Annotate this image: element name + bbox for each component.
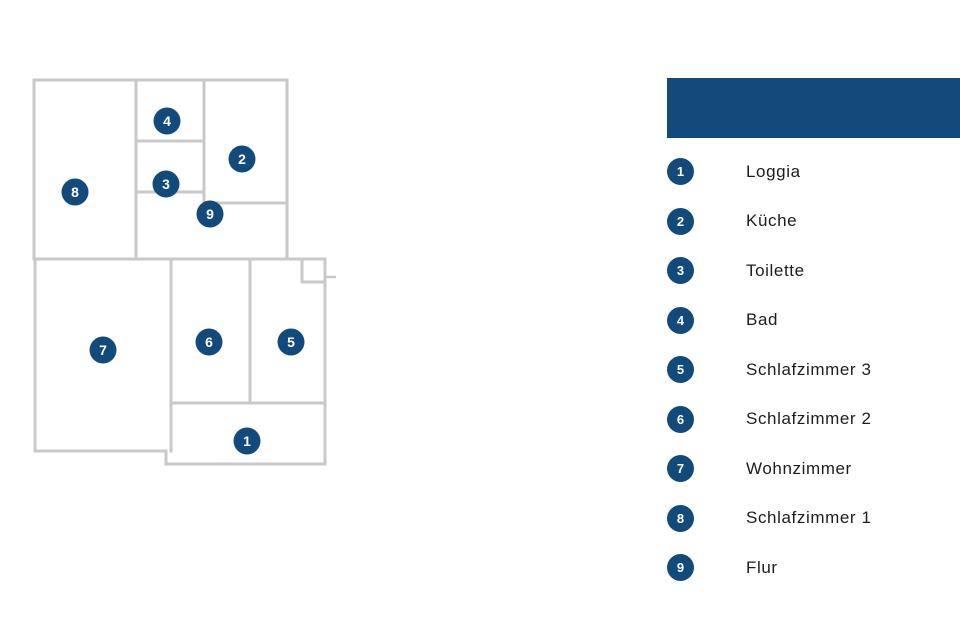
legend-header-bar xyxy=(667,78,960,138)
plan-marker-number-2: 2 xyxy=(238,151,246,167)
legend-badge-3: 3 xyxy=(667,257,694,285)
legend-label-6: Schlafzimmer 2 xyxy=(746,409,872,429)
plan-marker-2 xyxy=(228,145,256,173)
legend-label-2: Küche xyxy=(746,211,798,231)
legend-label-8: Schlafzimmer 1 xyxy=(746,508,872,528)
legend-row-1: 1 Loggia xyxy=(667,147,957,197)
legend-row-4: 4 Bad xyxy=(667,296,957,346)
floor-plan: 1 2 3 4 5 6 7 8 9 xyxy=(32,78,336,466)
plan-marker-5 xyxy=(277,328,305,356)
plan-marker-number-8: 8 xyxy=(71,184,79,200)
legend-label-3: Toilette xyxy=(746,260,805,280)
legend-badge-9: 9 xyxy=(667,554,694,582)
legend-label-1: Loggia xyxy=(746,161,801,181)
legend-badge-2: 2 xyxy=(667,207,694,235)
plan-marker-number-9: 9 xyxy=(206,206,214,222)
wall-upper-block xyxy=(32,78,289,261)
legend-label-9: Flur xyxy=(746,557,778,577)
plan-marker-7 xyxy=(89,336,117,364)
plan-marker-number-6: 6 xyxy=(205,334,213,350)
floor-plan-walls xyxy=(32,78,336,466)
wall-lower-block xyxy=(32,257,327,466)
plan-marker-4 xyxy=(153,107,181,135)
plan-marker-6 xyxy=(195,328,223,356)
legend-row-9: 9 Flur xyxy=(667,543,957,593)
plan-marker-1 xyxy=(233,427,261,455)
legend-row-6: 6 Schlafzimmer 2 xyxy=(667,395,957,445)
plan-marker-8 xyxy=(61,178,89,206)
legend-row-5: 5 Schlafzimmer 3 xyxy=(667,345,957,395)
legend-row-7: 7 Wohnzimmer xyxy=(667,444,957,494)
legend-row-3: 3 Toilette xyxy=(667,246,957,296)
legend-badge-1: 1 xyxy=(667,158,694,186)
legend-badge-4: 4 xyxy=(667,306,694,334)
legend-badge-8: 8 xyxy=(667,504,694,532)
legend-label-7: Wohnzimmer xyxy=(746,458,852,478)
legend-row-2: 2 Küche xyxy=(667,197,957,247)
legend-label-5: Schlafzimmer 3 xyxy=(746,359,872,379)
legend-badge-6: 6 xyxy=(667,405,694,433)
plan-marker-number-7: 7 xyxy=(99,342,107,358)
plan-marker-number-5: 5 xyxy=(287,334,295,350)
wall-shaft-notch xyxy=(300,257,327,284)
legend-label-4: Bad xyxy=(746,310,779,330)
plan-marker-number-4: 4 xyxy=(163,113,171,129)
legend-badge-5: 5 xyxy=(667,356,694,384)
plan-marker-number-1: 1 xyxy=(243,433,251,449)
floor-plan-markers: 1 2 3 4 5 6 7 8 9 xyxy=(61,107,305,455)
legend-row-8: 8 Schlafzimmer 1 xyxy=(667,494,957,544)
plan-marker-3 xyxy=(152,170,180,198)
plan-marker-9 xyxy=(196,200,224,228)
plan-marker-number-3: 3 xyxy=(162,176,170,192)
legend-badge-7: 7 xyxy=(667,455,694,483)
